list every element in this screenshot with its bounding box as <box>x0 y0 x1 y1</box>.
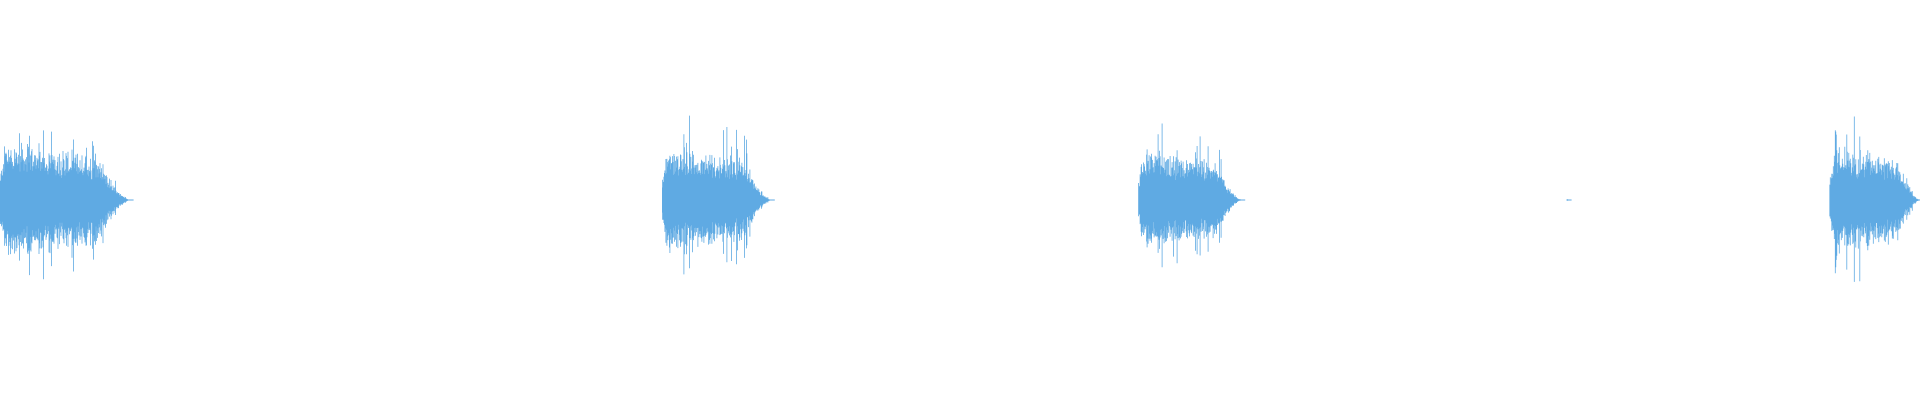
waveform-samples <box>662 115 772 275</box>
waveform-segment <box>1566 199 1572 201</box>
waveform-samples <box>1829 116 1920 282</box>
waveform-samples <box>1566 199 1569 201</box>
waveform-segment <box>1829 116 1920 282</box>
waveform-samples <box>1138 123 1242 268</box>
waveform-samples <box>0 130 130 280</box>
waveform-segment <box>0 130 134 280</box>
waveform-segment <box>662 115 775 275</box>
waveform-segment <box>1138 123 1246 268</box>
